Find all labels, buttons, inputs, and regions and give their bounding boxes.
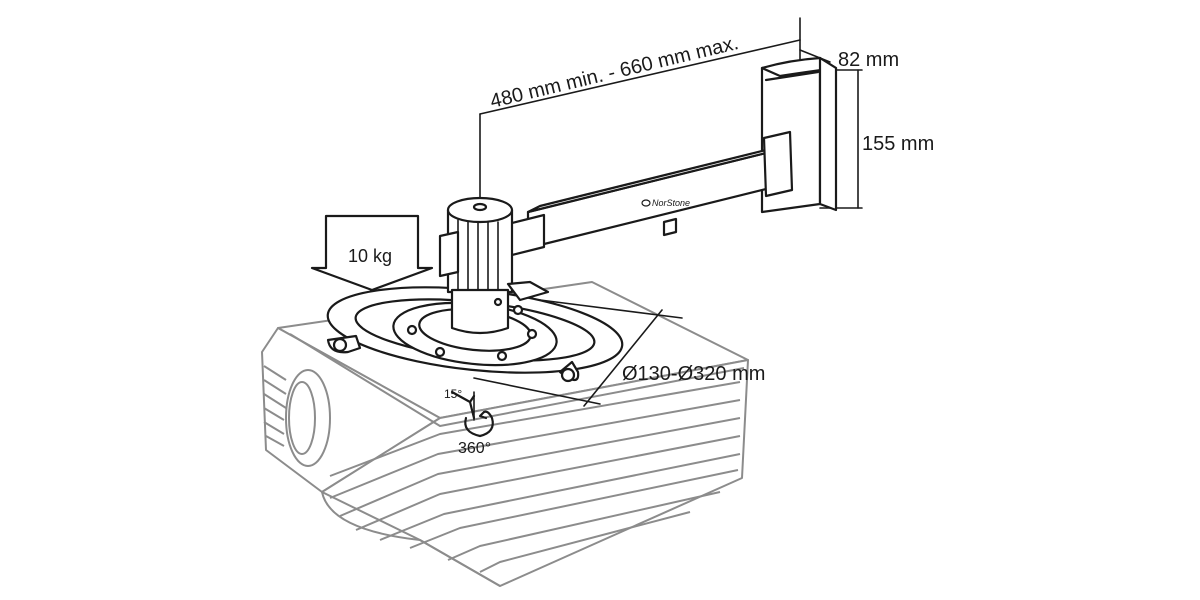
front-vents [329,381,741,573]
plate-diameter-label: Ø130-Ø320 mm [622,363,765,385]
lens-icon [285,369,331,467]
telescopic-arm: NorStone [498,130,794,260]
bracket-height-label: 155 mm [862,133,934,155]
max-load-label: 10 kg [348,246,392,266]
norstone-logo: NorStone [641,198,690,208]
plate-diameter-dimension [473,299,683,407]
load-arrow [310,214,434,292]
bracket-width-label: 82 mm [838,49,899,71]
rotation-tilt-icon [450,390,494,438]
rotation-label: 360° [458,440,491,457]
svg-text:NorStone: NorStone [652,198,690,208]
tilt-label: 15° [444,387,462,401]
arm-length-label: 480 mm min. - 660 mm max. [488,32,741,113]
mount-pole [438,196,550,335]
arm-length-dimension [479,17,801,206]
side-vents [263,365,287,447]
